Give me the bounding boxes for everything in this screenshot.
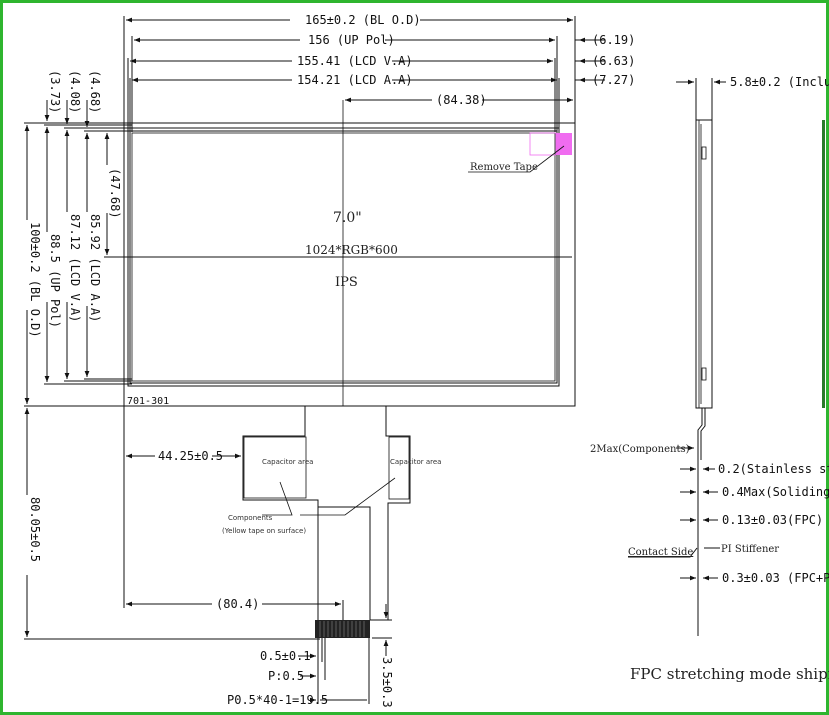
remove-tape-label: Remove Tape <box>470 162 538 173</box>
dim-up-pol-width: 156 (UP Pol) <box>308 33 395 47</box>
dim-lcd-aa-height: 85.92 (LCD A.A) <box>88 214 102 322</box>
panel-type: IPS <box>335 275 358 290</box>
dim-lcd-va-width: 155.41 (LCD V.A) <box>297 54 413 68</box>
dim-stainless: 0.2(Stainless steel sti <box>718 462 829 476</box>
dim-pin-pitch: P:0.5 <box>268 669 304 683</box>
panel-resolution: 1024*RGB*600 <box>305 243 398 257</box>
dim-pin-width: 0.5±0.1 <box>260 649 311 663</box>
dim-lcd-va-height: 87.12 (LCD V.A) <box>68 214 82 322</box>
components-leader-left <box>262 481 293 516</box>
dim-lcd-aa-width: 154.21 (LCD A.A) <box>297 73 413 87</box>
fpc-contact-fingers <box>315 620 370 638</box>
dim-right-offset-1: (6.19) <box>592 33 635 47</box>
left-dimension-lines <box>24 100 575 640</box>
remove-tape-leader <box>468 145 565 173</box>
remove-tape-outline <box>529 132 557 156</box>
dim-top-offset-3: (3.73) <box>48 70 62 113</box>
components-label: Components <box>228 514 273 522</box>
label-pi-stiffener: PI Stiffener <box>721 544 779 555</box>
components-yellow-tape: (Yellow tape on surface) <box>222 527 306 535</box>
label-contact-side: Contact Side <box>628 547 693 558</box>
label-components-max: 2Max(Components) <box>590 444 690 455</box>
dim-center-offset: (84.38) <box>436 93 487 107</box>
dim-finger-length: 3.5±0.3 <box>380 657 394 708</box>
dim-pitch-total: P0.5*40-1=19.5 <box>227 693 328 707</box>
dim-bl-od-height: 100±0.2 (BL O.D) <box>28 222 42 338</box>
side-view <box>676 78 825 636</box>
dim-top-offset-2: (4.08) <box>68 70 82 113</box>
dim-fpc-thickness: 0.13±0.03(FPC) <box>722 513 823 527</box>
panel-size: 7.0" <box>333 210 362 226</box>
dim-fpc-pi-stiffener: 0.3±0.03 (FPC+PI Sti <box>722 571 829 585</box>
chip-left-label: Capacitor area <box>262 458 313 466</box>
dim-right-offset-2: (6.63) <box>592 54 635 68</box>
components-leader-right <box>300 477 396 516</box>
side-dimension-lines <box>628 445 720 581</box>
dim-fpc-offset: 44.25±0.5 <box>158 449 223 463</box>
dim-top-offset-1: (4.68) <box>88 70 102 113</box>
dim-right-offset-3: (7.27) <box>592 73 635 87</box>
fpc-finger-stripes <box>319 621 365 637</box>
top-dimension-lines <box>123 16 605 132</box>
dim-up-pol-height: 88.5 (UP Pol) <box>48 234 62 328</box>
chip-right-label: Capacitor area <box>390 458 441 466</box>
dim-total-height: 80.05±0.5 <box>28 497 42 562</box>
dim-center-vertical: (47.68) <box>108 168 122 219</box>
dim-bl-od-width: 165±0.2 (BL O.D) <box>305 13 421 27</box>
part-number: 701-301 <box>127 396 169 407</box>
fpc-outline <box>242 406 411 638</box>
pin-dimension-lines <box>298 604 392 704</box>
remove-tape-patch <box>556 133 572 155</box>
lcd-panel <box>123 100 576 407</box>
dim-soldering: 0.4Max(Soliding) <box>722 485 829 499</box>
dim-fpc-center: (80.4) <box>216 597 259 611</box>
dim-module-thickness: 5.8±0.2 (Include Up <box>730 75 829 89</box>
label-fpc-shipment: FPC stretching mode shipment <box>630 665 829 683</box>
